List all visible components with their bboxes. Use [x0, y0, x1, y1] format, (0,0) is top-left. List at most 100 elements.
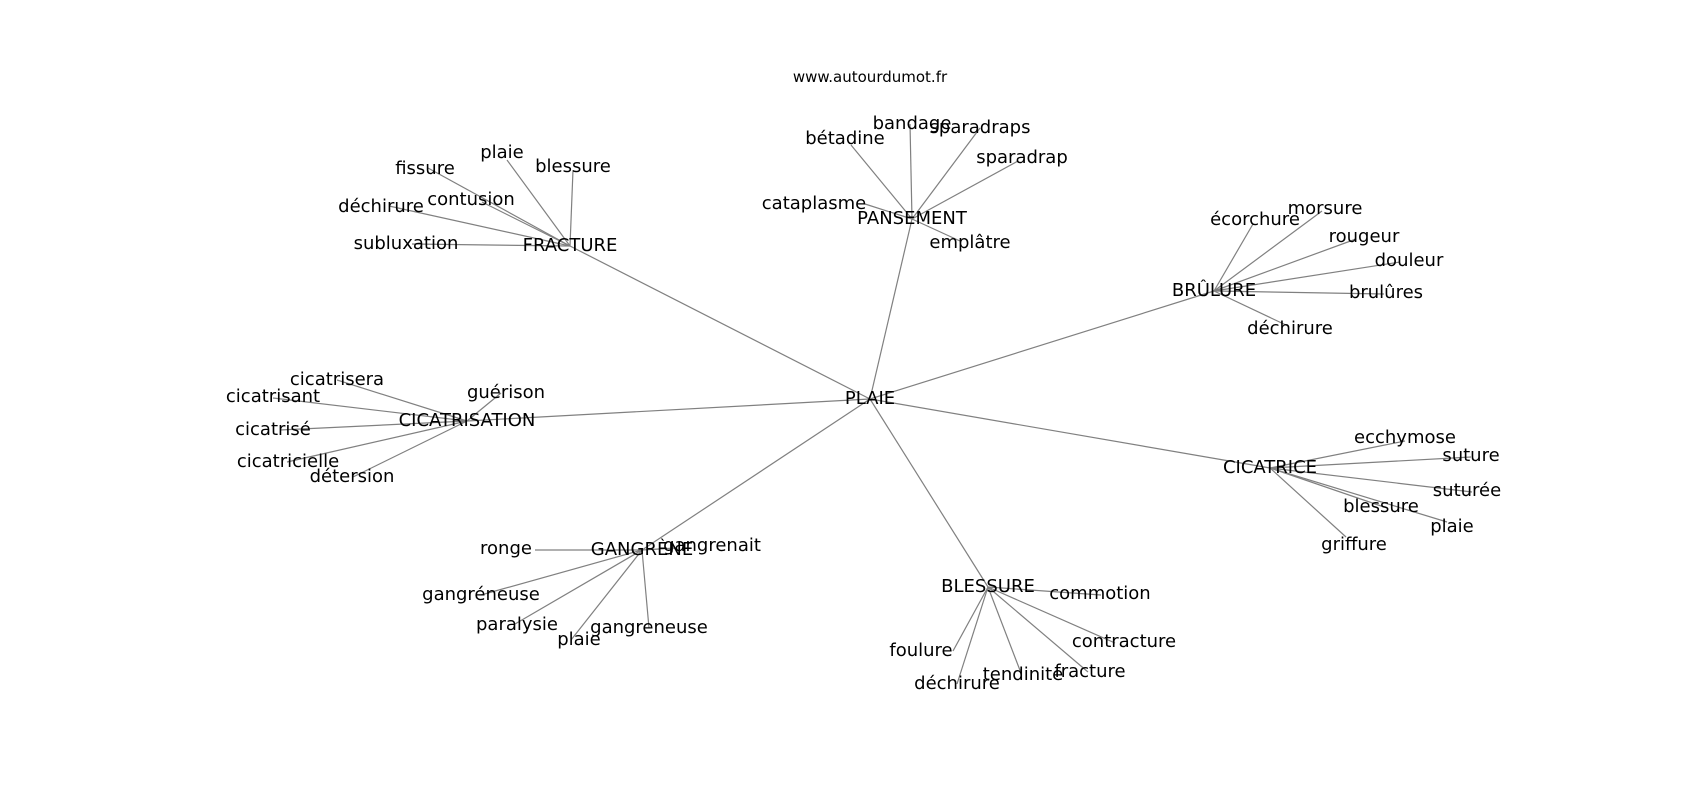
- edge-4-3: [1269, 467, 1385, 508]
- graph-edges: [272, 123, 1473, 685]
- hub-node[interactable]: FRACTURE: [523, 235, 618, 256]
- edge-6-2: [952, 586, 989, 652]
- edge-1-5: [911, 218, 961, 242]
- edge-0-1: [569, 169, 574, 247]
- edge-5-3: [514, 549, 643, 625]
- leaf-node[interactable]: fracture: [1054, 661, 1125, 682]
- leaf-node[interactable]: morsure: [1288, 198, 1363, 219]
- leaf-node[interactable]: gangreneuse: [590, 617, 708, 638]
- leaf-node[interactable]: déchirure: [338, 196, 424, 217]
- leaf-node[interactable]: contusion: [427, 189, 515, 210]
- center-node[interactable]: PLAIE: [845, 388, 895, 409]
- edge-center-2: [869, 290, 1215, 400]
- edge-center-4: [869, 398, 1271, 469]
- edge-5-2: [480, 549, 643, 596]
- edge-4-5: [1269, 467, 1347, 538]
- leaf-node[interactable]: griffure: [1321, 534, 1387, 555]
- leaf-node[interactable]: sparadraps: [930, 117, 1031, 138]
- leaf-node[interactable]: plaie: [480, 142, 524, 163]
- leaf-node[interactable]: blessure: [1343, 496, 1419, 517]
- edge-center-5: [641, 398, 871, 551]
- leaf-node[interactable]: bandage: [873, 113, 952, 134]
- leaf-node[interactable]: cicatrisera: [290, 369, 384, 390]
- leaf-node[interactable]: paralysie: [476, 614, 558, 635]
- leaf-node[interactable]: plaie: [1430, 516, 1474, 537]
- leaf-node[interactable]: plaie: [557, 629, 601, 650]
- edge-3-4: [286, 420, 468, 463]
- edge-4-2: [1269, 467, 1473, 493]
- edge-1-1: [911, 127, 981, 220]
- edge-2-3: [1213, 261, 1401, 292]
- edge-2-5: [1213, 290, 1289, 327]
- graph-labels: plaieblessurefissurecontusiondéchiruresu…: [226, 113, 1501, 694]
- edge-0-2: [427, 167, 571, 247]
- leaf-node[interactable]: tendinite: [983, 664, 1064, 685]
- hub-node[interactable]: CICATRISATION: [399, 410, 536, 431]
- leaf-node[interactable]: suture: [1442, 445, 1499, 466]
- hub-node[interactable]: PANSEMENT: [857, 208, 968, 229]
- edge-6-5: [956, 586, 989, 685]
- edge-1-4: [864, 203, 913, 220]
- edge-0-0: [506, 159, 571, 247]
- leaf-node[interactable]: rougeur: [1329, 226, 1400, 247]
- leaf-node[interactable]: gangrenait: [663, 535, 761, 556]
- hub-node[interactable]: BLESSURE: [941, 576, 1035, 597]
- leaf-node[interactable]: contracture: [1072, 631, 1176, 652]
- leaf-node[interactable]: ronge: [480, 538, 532, 559]
- leaf-node[interactable]: fissure: [395, 158, 455, 179]
- edge-3-3: [279, 420, 468, 431]
- leaf-node[interactable]: cicatrisé: [235, 419, 311, 440]
- edge-2-4: [1213, 290, 1385, 295]
- hub-node[interactable]: BRÛLURE: [1172, 279, 1256, 301]
- leaf-node[interactable]: subluxation: [354, 233, 459, 254]
- edge-6-4: [987, 586, 1022, 674]
- edge-6-3: [987, 586, 1089, 673]
- edge-2-2: [1213, 238, 1357, 292]
- edge-1-2: [850, 144, 913, 220]
- leaf-node[interactable]: déchirure: [914, 673, 1000, 694]
- leaf-node[interactable]: commotion: [1049, 583, 1150, 604]
- edge-4-4: [1269, 467, 1448, 523]
- leaf-node[interactable]: blessure: [535, 156, 611, 177]
- edge-4-0: [1269, 440, 1406, 469]
- leaf-node[interactable]: bétadine: [805, 128, 885, 149]
- edge-5-4: [641, 549, 650, 629]
- leaf-node[interactable]: guérison: [467, 382, 545, 403]
- hub-node[interactable]: GANGRÈNE: [591, 538, 693, 560]
- edge-6-0: [987, 586, 1102, 596]
- leaf-node[interactable]: brulûres: [1349, 282, 1423, 303]
- leaf-node[interactable]: déchirure: [1247, 318, 1333, 339]
- leaf-node[interactable]: cicatrisant: [226, 386, 320, 407]
- leaf-node[interactable]: sparadrap: [976, 147, 1068, 168]
- watermark: www.autourdumot.fr: [793, 68, 948, 86]
- leaf-node[interactable]: foulure: [889, 640, 952, 661]
- edge-center-0: [569, 245, 871, 400]
- edge-center-6: [869, 398, 989, 588]
- leaf-node[interactable]: écorchure: [1210, 209, 1300, 230]
- leaf-node[interactable]: suturée: [1433, 480, 1501, 501]
- edge-0-5: [411, 243, 571, 247]
- edge-5-5: [570, 549, 643, 641]
- edge-2-0: [1213, 210, 1323, 292]
- edge-6-1: [987, 586, 1116, 644]
- leaf-node[interactable]: gangréneuse: [422, 584, 540, 605]
- edge-0-3: [481, 201, 571, 247]
- edge-3-1: [466, 392, 502, 422]
- edge-4-1: [1269, 456, 1472, 469]
- hub-node[interactable]: CICATRICE: [1223, 457, 1317, 478]
- leaf-node[interactable]: ecchymose: [1354, 427, 1456, 448]
- leaf-node[interactable]: cicatricielle: [237, 451, 339, 472]
- leaf-node[interactable]: détersion: [310, 466, 395, 487]
- edge-0-4: [388, 205, 571, 247]
- leaf-node[interactable]: douleur: [1375, 250, 1444, 271]
- edge-2-1: [1213, 223, 1254, 292]
- edge-1-0: [909, 123, 913, 220]
- edge-center-3: [466, 398, 871, 422]
- edge-5-0: [641, 547, 677, 551]
- edge-3-2: [272, 397, 468, 422]
- leaf-node[interactable]: emplâtre: [929, 232, 1010, 253]
- edge-3-5: [352, 420, 468, 478]
- edge-center-1: [869, 218, 913, 400]
- leaf-node[interactable]: cataplasme: [762, 193, 866, 214]
